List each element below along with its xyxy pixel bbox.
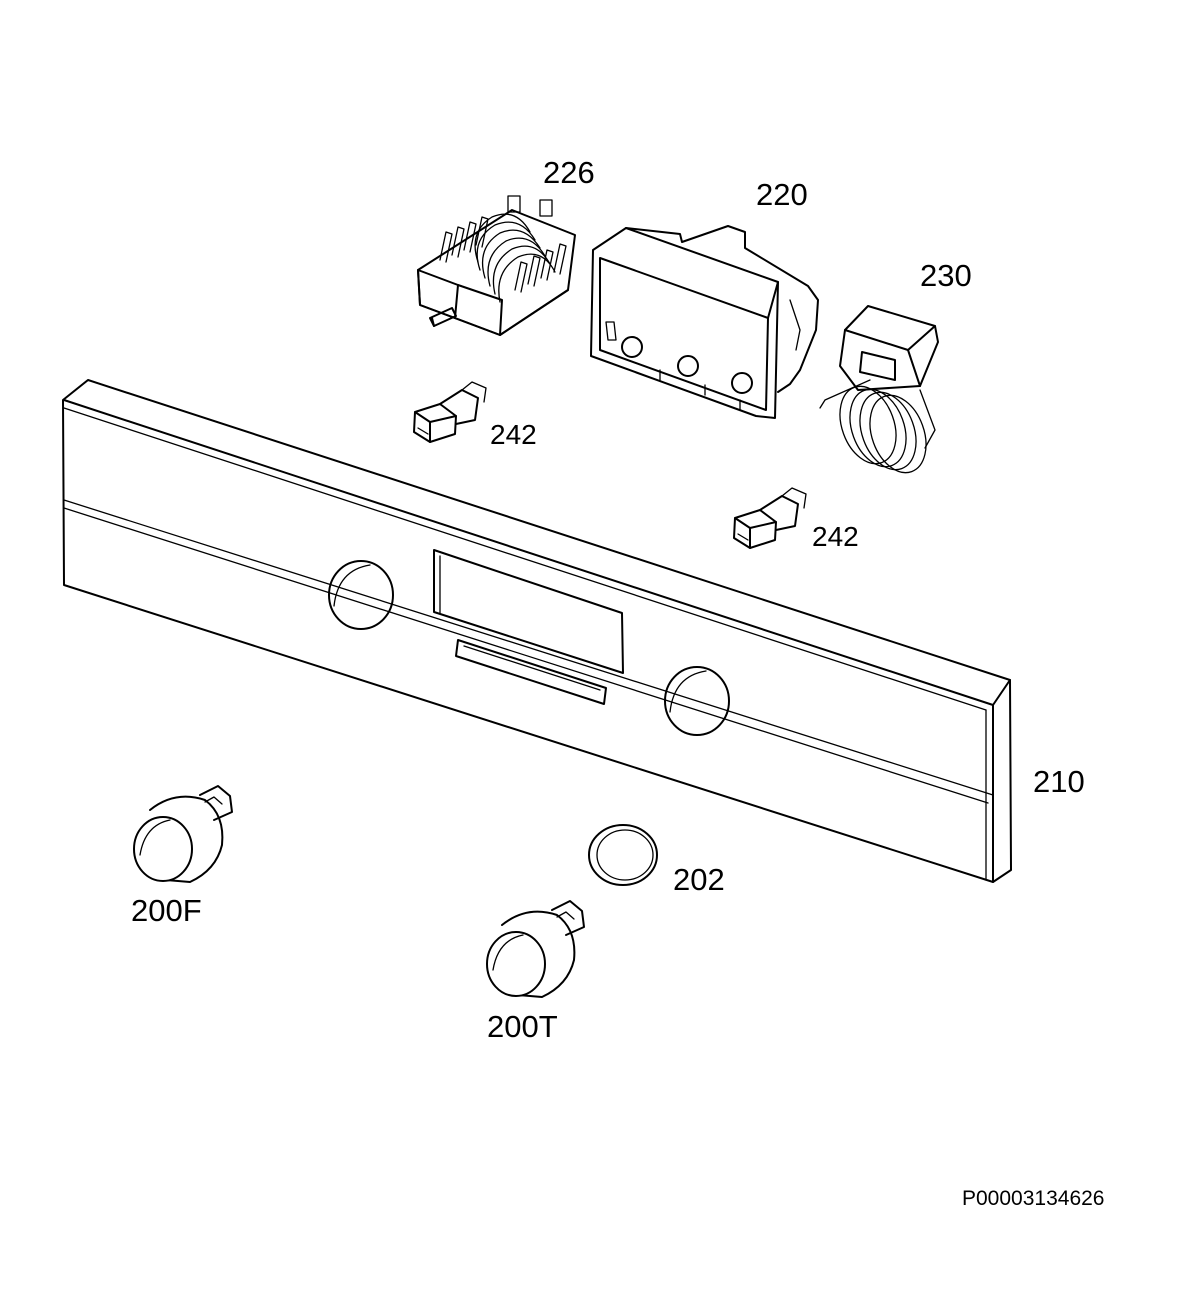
indicator-lamp-part-a[interactable] bbox=[413, 381, 487, 443]
control-panel-part[interactable] bbox=[62, 379, 1012, 883]
display-housing-part[interactable] bbox=[590, 225, 819, 419]
knob-thermostat-part[interactable] bbox=[486, 900, 585, 998]
label-230: 230 bbox=[920, 258, 972, 293]
label-210: 210 bbox=[1033, 764, 1085, 799]
label-242-a: 242 bbox=[490, 419, 537, 450]
ring-part[interactable] bbox=[588, 824, 658, 886]
label-242-b: 242 bbox=[812, 521, 859, 552]
selector-switch-part[interactable] bbox=[417, 195, 576, 336]
label-220: 220 bbox=[756, 177, 808, 212]
thermostat-part[interactable] bbox=[819, 305, 939, 480]
indicator-lamp-part-b[interactable] bbox=[733, 487, 807, 549]
label-202: 202 bbox=[673, 862, 725, 897]
drawing-code: P00003134626 bbox=[962, 1187, 1104, 1210]
label-200t: 200T bbox=[487, 1009, 558, 1044]
knob-function-part[interactable] bbox=[133, 785, 233, 883]
label-226: 226 bbox=[543, 155, 595, 190]
label-200f: 200F bbox=[131, 893, 202, 928]
